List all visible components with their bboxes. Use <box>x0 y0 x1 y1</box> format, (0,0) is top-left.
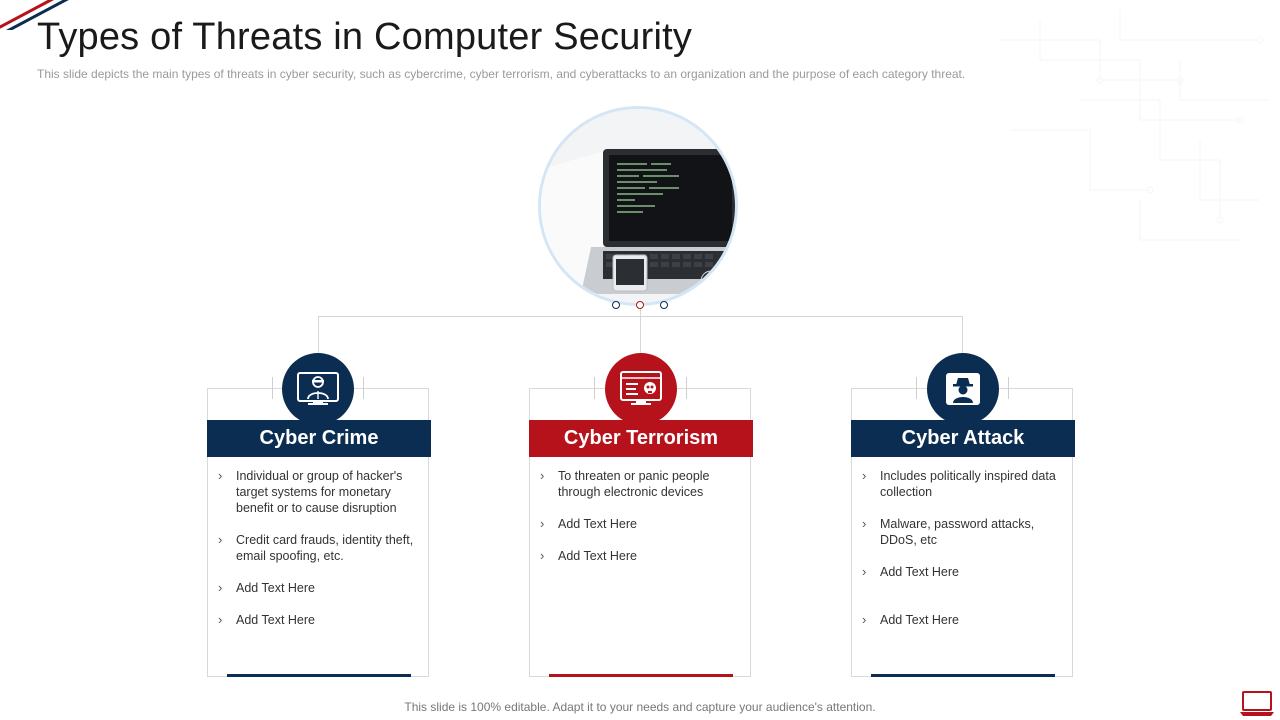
card-tick-right <box>686 377 687 399</box>
chevron-right-icon: › <box>862 516 867 531</box>
chevron-right-icon: › <box>218 612 223 627</box>
chevron-right-icon: › <box>540 516 545 531</box>
connector-right-drop <box>962 316 963 354</box>
chevron-right-icon: › <box>218 532 223 547</box>
laptop-phone-photo <box>538 106 738 306</box>
card-title-bar: Cyber Crime <box>207 420 431 457</box>
skull-monitor-icon <box>620 371 662 405</box>
connector-left-drop <box>318 316 319 354</box>
hero-dot-left <box>612 301 620 309</box>
list-item: ›Add Text Here <box>218 612 315 627</box>
chevron-right-icon: › <box>218 580 223 595</box>
card-tick-left <box>272 377 273 399</box>
laptop-illustration <box>541 109 735 303</box>
card-bottom-accent <box>227 674 411 677</box>
card-cyber-attack: Cyber Attack ›Includes politically inspi… <box>851 388 1075 677</box>
hero-dot-center <box>636 301 644 309</box>
connector-center-drop <box>640 306 641 354</box>
list-item: ›Includes politically inspired data coll… <box>862 468 1056 499</box>
card-title-bar: Cyber Terrorism <box>529 420 753 457</box>
page-title: Types of Threats in Computer Security <box>37 16 693 58</box>
card-title: Cyber Attack <box>901 427 1025 449</box>
hero-dot-right <box>660 301 668 309</box>
card-bottom-accent <box>871 674 1055 677</box>
card-icon-badge <box>605 353 677 425</box>
hacker-monitor-icon <box>297 372 339 405</box>
card-title: Cyber Crime <box>259 427 379 449</box>
chevron-right-icon: › <box>862 612 867 627</box>
card-tick-left <box>594 377 595 399</box>
list-item: ›Add Text Here <box>862 564 959 579</box>
page-subtitle: This slide depicts the main types of thr… <box>37 67 966 81</box>
list-item: ›To threaten or panic people through ele… <box>540 468 710 499</box>
chevron-right-icon: › <box>862 564 867 579</box>
chevron-right-icon: › <box>862 468 867 483</box>
card-cyber-crime: Cyber Crime ›Individual or group of hack… <box>207 388 431 677</box>
card-tick-left <box>916 377 917 399</box>
chevron-right-icon: › <box>540 548 545 563</box>
chevron-right-icon: › <box>540 468 545 483</box>
card-tick-right <box>363 377 364 399</box>
list-item: ›Add Text Here <box>540 516 637 531</box>
list-item: ›Add Text Here <box>862 612 959 627</box>
card-title: Cyber Terrorism <box>563 427 719 449</box>
card-bullet-list: ›Individual or group of hacker's target … <box>218 468 416 644</box>
list-item: ›Add Text Here <box>218 580 315 595</box>
card-title-bar: Cyber Attack <box>851 420 1075 457</box>
spy-icon <box>946 373 980 405</box>
card-icon-badge <box>927 353 999 425</box>
chevron-right-icon: › <box>218 468 223 483</box>
laptop-icon <box>1240 691 1274 716</box>
card-icon-badge <box>282 353 354 425</box>
card-cyber-terrorism: Cyber Terrorism ›To threaten or panic pe… <box>529 388 753 677</box>
list-item: ›Malware, password attacks, DDoS, etc <box>862 516 1035 547</box>
card-bullet-list: ›Includes politically inspired data coll… <box>862 468 1060 644</box>
circuit-pattern-decoration <box>1000 10 1270 241</box>
list-item: ›Individual or group of hacker's target … <box>218 468 403 515</box>
footer-note: This slide is 100% editable. Adapt it to… <box>404 700 876 714</box>
card-bullet-list: ›To threaten or panic people through ele… <box>540 468 738 580</box>
card-bottom-accent <box>549 674 733 677</box>
list-item: ›Credit card frauds, identity theft, ema… <box>218 532 414 563</box>
card-tick-right <box>1008 377 1009 399</box>
list-item: ›Add Text Here <box>540 548 637 563</box>
